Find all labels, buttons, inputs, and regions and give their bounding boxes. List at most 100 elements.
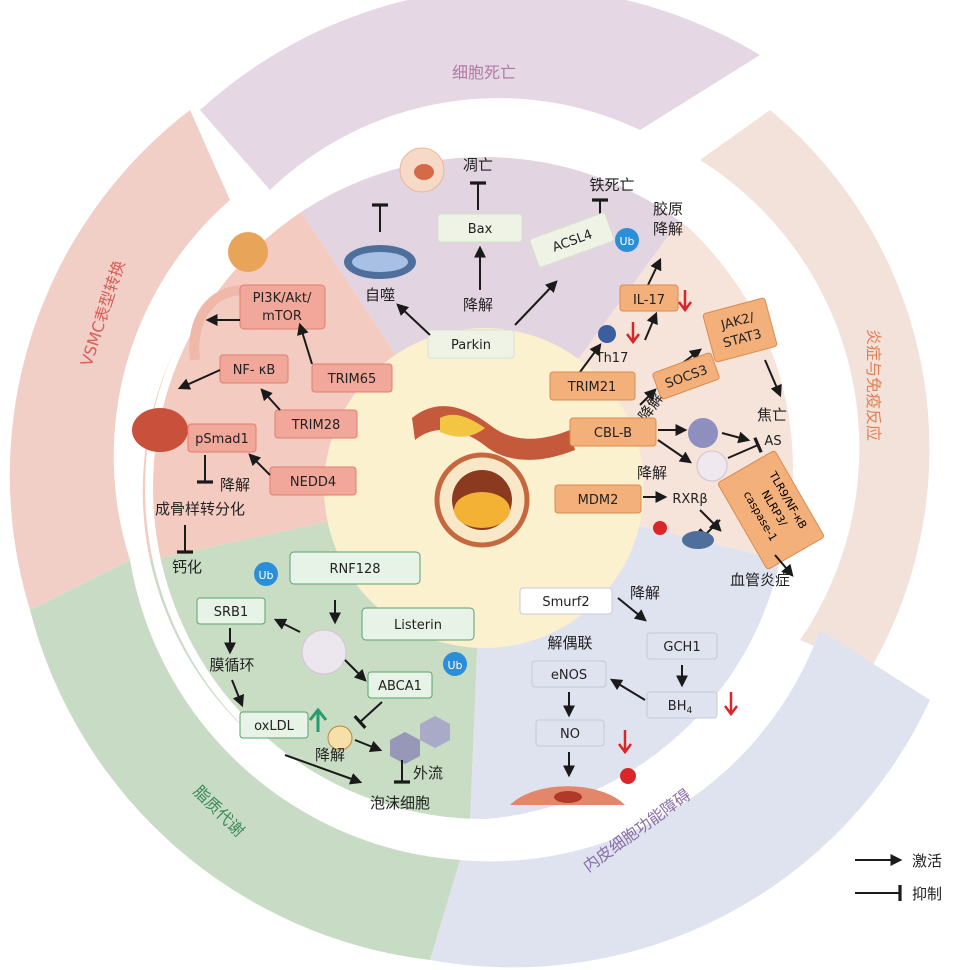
activate-arrow [260, 388, 281, 411]
mdm2-label: MDM2 [578, 493, 619, 508]
activate-arrow [514, 280, 558, 326]
mitochondrion-inner-icon [352, 252, 408, 272]
oxldl-box [239, 711, 309, 739]
gch1-box [646, 632, 718, 660]
activate-arrow [273, 618, 301, 633]
pi3k-box [239, 284, 326, 330]
ring-segment-bottom [430, 630, 930, 968]
inhibit-arrow [353, 701, 383, 729]
section-title-inflam: 炎症与免疫反应 [864, 329, 883, 441]
rxrb-label: RXRβ [672, 492, 707, 507]
srb1-label: SRB1 [214, 605, 248, 620]
rnf128-label: RNF128 [329, 562, 380, 577]
activate-arrow [699, 509, 722, 532]
blocked-icon [653, 521, 667, 535]
ferroptosis-label: 铁死亡 [589, 176, 634, 194]
activate-arrow [344, 659, 367, 682]
ring-segment-top [200, 0, 760, 190]
up-arrow-icon [308, 707, 328, 732]
parkin-box [427, 329, 515, 359]
activate-arrow [644, 311, 658, 341]
activate-arrow [647, 257, 662, 286]
th17-label: Th17 [595, 351, 629, 366]
activate-arrow [774, 554, 794, 577]
enos-box [531, 660, 607, 688]
activate-arrow [297, 322, 313, 365]
smurf2-box [519, 587, 613, 615]
macrophage-icon [696, 450, 728, 482]
legend-inhibit-label: 抑制 [912, 885, 942, 903]
bh4-subscript: 4 [686, 706, 692, 716]
efflux-label: 外流 [413, 764, 443, 782]
plaque-icon-2 [440, 414, 485, 437]
cblb-box [569, 417, 657, 447]
lipid-droplet-icon [327, 725, 353, 751]
trim28-label: TRIM28 [291, 418, 341, 433]
il17-label: IL-17 [633, 293, 665, 308]
no-box [535, 719, 605, 747]
socs3-box [652, 352, 720, 400]
listerin-box [361, 607, 475, 641]
parkin-label: Parkin [451, 338, 491, 353]
no-label: NO [560, 727, 580, 742]
acsl4-box [529, 212, 615, 268]
jak-box [702, 297, 778, 363]
lipid-degrade-label: 降解 [315, 746, 345, 764]
bax-label: Bax [468, 222, 493, 237]
collagen-label-2: 降解 [653, 220, 683, 238]
calcification-label: 钙化 [172, 558, 202, 576]
activate-arrow [609, 678, 646, 701]
cblb-label: CBL-B [594, 426, 632, 441]
endo-degrade-label: 降解 [630, 584, 660, 602]
outer-ring [9, 0, 930, 968]
inflam-degrade-label-2: 降解 [637, 464, 667, 482]
ub-badge [443, 652, 467, 676]
activate-arrow [284, 754, 363, 785]
transition-arrow-icon [189, 285, 246, 361]
listerin-label: Listerin [394, 618, 442, 633]
ub-label: Ub [447, 659, 462, 672]
foam-cell-label: 泡沫细胞 [370, 794, 430, 812]
down-arrow-icon [626, 322, 640, 345]
nfkb-label: NF- κB [233, 363, 276, 378]
immune-cell-icon [688, 418, 718, 448]
osteo-label: 成骨样转分化 [155, 500, 245, 518]
as-label: AS [764, 434, 781, 449]
pyroptosis-label: 焦亡 [757, 406, 787, 424]
vsmc-degrade-label: 降解 [220, 476, 250, 494]
apoptotic-nucleus-icon [414, 164, 434, 180]
trim65-box [311, 363, 393, 393]
il17-box [619, 284, 679, 312]
pi3k-label-1: PI3K/Akt/ [253, 291, 312, 306]
plaque-icon [454, 492, 510, 528]
mitochondrion-icon [682, 531, 714, 549]
vsmc-cell-icon [132, 408, 188, 452]
tlr-box [718, 450, 824, 570]
nfkb-box [219, 354, 289, 384]
trim65-label: TRIM65 [327, 372, 377, 387]
inflam-section: 胶原 降解 IL-17 Th17 TRIM21 JAK2/ STAT3 SOCS… [549, 200, 824, 589]
activate-arrow [721, 431, 751, 444]
macrophage-icon [301, 629, 347, 675]
ring-segment-lipid [30, 560, 460, 960]
psmad-box [187, 423, 257, 453]
oxldl-label: oxLDL [254, 719, 295, 734]
down-arrow-icon [618, 730, 632, 755]
ring-segment-right [700, 110, 930, 670]
enos-label: eNOS [551, 668, 587, 683]
legend: 激活 抑制 [855, 852, 942, 903]
down-arrow-icon [678, 290, 692, 313]
ub-badge [254, 562, 278, 586]
death-section: 自噬 凋亡 Bax 降解 铁死亡 ACSL4 Ub Parkin [344, 147, 639, 359]
activate-arrow [579, 343, 602, 373]
vascular-inflammation-label: 血管炎症 [730, 571, 790, 589]
legend-activate-label: 激活 [912, 852, 942, 870]
endo-section: Smurf2 降解 GCH1 解偶联 eNOS BH4 NO [510, 584, 738, 805]
lipid-section: RNF128 SRB1 Ub Listerin 膜循环 ABCA1 Ub oxL… [196, 551, 475, 812]
abca1-box [367, 671, 433, 699]
ring-separator [138, 142, 830, 834]
foam-cell-icon-2 [420, 716, 450, 748]
bh4-text: BH4 [668, 699, 693, 716]
